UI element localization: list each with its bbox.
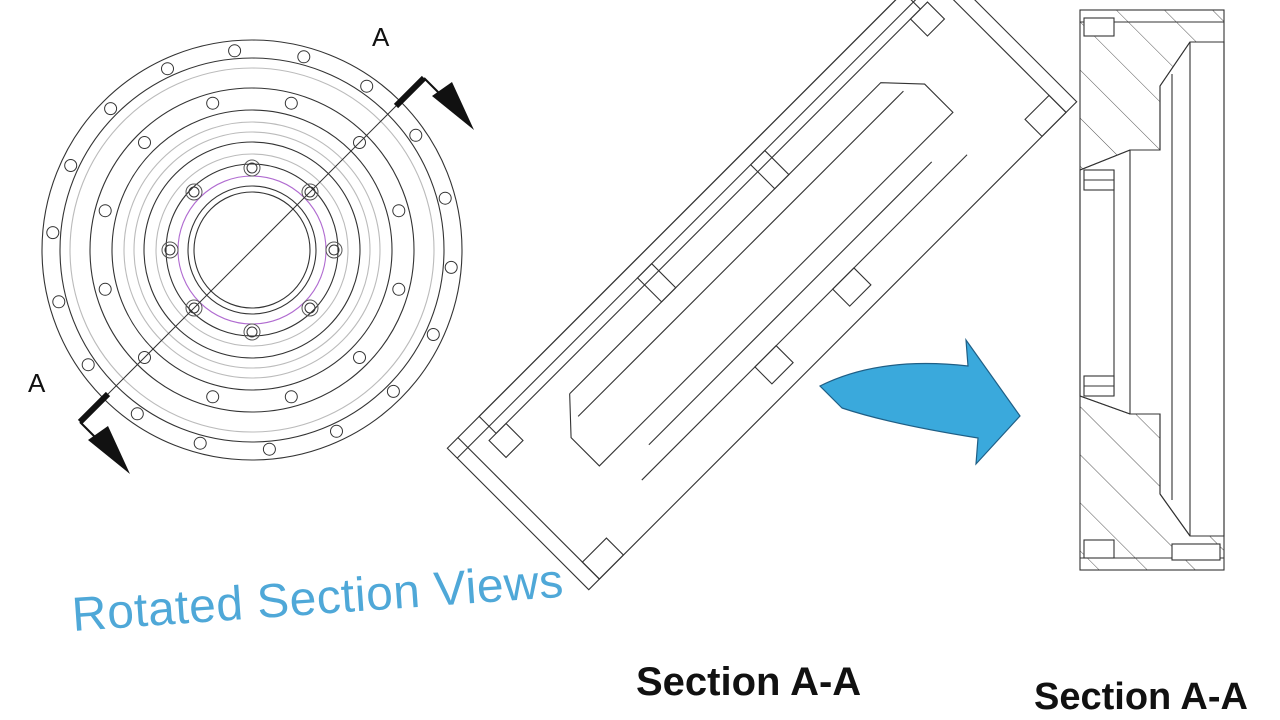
outer-hole <box>64 159 78 172</box>
outer-bolt-holes <box>46 44 458 456</box>
outer-hole <box>81 358 95 372</box>
inner-hole <box>188 302 200 314</box>
mid-hole <box>392 282 406 296</box>
caption-rotated-section: Section A-A <box>636 660 862 704</box>
mid-hole <box>98 282 112 296</box>
outer-hole <box>444 260 458 274</box>
inner-hole <box>161 241 179 259</box>
inner-bolt-holes <box>161 159 343 341</box>
inner-hole <box>243 159 261 177</box>
triangle-arrow-icon <box>432 82 474 130</box>
mid-hole <box>98 204 112 218</box>
outer-hole <box>386 384 400 398</box>
rotated-section-view <box>446 0 1078 591</box>
mid-hole <box>206 390 220 404</box>
mid-hole <box>284 390 298 404</box>
inner-hole <box>164 244 176 256</box>
inner-hole <box>185 299 203 317</box>
inner-hole <box>325 241 343 259</box>
outer-hole <box>130 407 144 421</box>
inner-hole <box>243 323 261 341</box>
inner-hole <box>246 326 258 338</box>
mid-hole <box>392 204 406 218</box>
mid-hole <box>284 96 298 110</box>
outer-hole <box>46 226 60 240</box>
cut-label-start: A <box>372 22 390 52</box>
inner-hole <box>304 186 316 198</box>
inner-hole <box>328 244 340 256</box>
outer-hole <box>104 102 118 116</box>
inner-hole <box>301 183 319 201</box>
curved-arrow-icon <box>818 337 1021 466</box>
cut-label-end: A <box>28 368 46 398</box>
inner-hole <box>188 186 200 198</box>
outer-hole <box>228 44 242 58</box>
mid-hole <box>353 351 366 364</box>
inner-hole <box>185 183 203 201</box>
outer-hole <box>360 79 374 93</box>
outer-hole <box>193 436 207 450</box>
outer-hole <box>330 424 343 438</box>
section-cut-line <box>77 75 474 474</box>
mid-hole <box>138 136 151 149</box>
outer-hole <box>426 328 440 341</box>
outer-hole <box>297 50 311 64</box>
outer-hole <box>52 295 66 309</box>
inner-hole <box>301 299 319 317</box>
outer-hole <box>262 442 276 456</box>
outer-hole <box>438 191 452 205</box>
inner-hole <box>304 302 316 314</box>
mid-hole <box>138 351 151 364</box>
aligned-section-view <box>1079 9 1225 571</box>
mid-hole <box>353 136 366 149</box>
outer-hole <box>409 128 423 142</box>
triangle-arrow-icon <box>88 426 130 474</box>
inner-hole <box>246 162 258 174</box>
caption-aligned-section: Section A-A <box>1034 676 1248 718</box>
mid-hole <box>206 96 220 110</box>
outer-hole <box>161 62 174 76</box>
mid-bolt-holes <box>98 96 406 404</box>
